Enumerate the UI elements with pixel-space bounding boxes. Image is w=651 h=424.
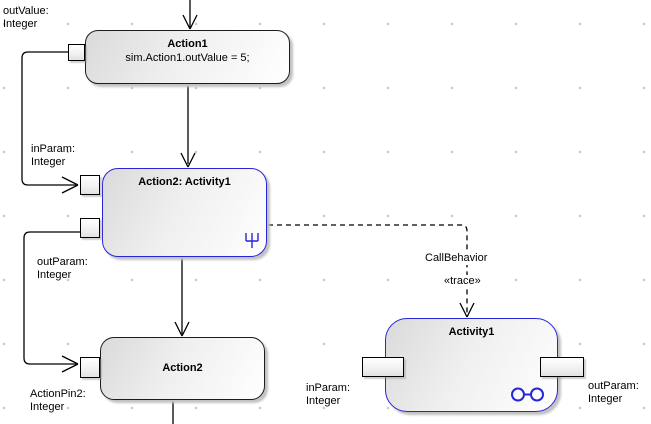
label-activity1-inparam: inParam: Integer <box>306 382 351 407</box>
node-action2-title: Action2 <box>162 362 203 374</box>
label-outparam: outParam: Integer <box>37 256 88 281</box>
control-flow-action1-to-action2activity1[interactable] <box>180 84 196 168</box>
node-action1[interactable]: Action1 sim.Action1.outValue = 5; <box>85 30 290 84</box>
call-behavior-rake-icon <box>245 233 259 248</box>
node-activity1-title: Activity1 <box>448 326 495 338</box>
pin-actionpin2[interactable] <box>80 357 100 378</box>
label-inparam: inParam: Integer <box>31 143 76 168</box>
param-node-outparam[interactable] <box>540 357 584 377</box>
pin-inparam[interactable] <box>80 175 100 195</box>
label-outvalue: outValue: Integer <box>3 5 49 30</box>
label-callbehavior: CallBehavior <box>424 252 489 265</box>
pin-outparam[interactable] <box>80 218 100 238</box>
label-activity1-outparam: outParam: Integer <box>588 380 639 405</box>
trace-dependency-connector[interactable] <box>268 224 475 318</box>
node-action2[interactable]: Action2 <box>100 337 265 400</box>
param-node-inparam[interactable] <box>362 357 404 377</box>
node-action2-activity1[interactable]: Action2: Activity1 <box>102 168 267 257</box>
label-trace-stereotype: «trace» <box>443 275 482 288</box>
control-flow-into-action1[interactable] <box>182 0 198 30</box>
object-flow-outparam-to-actionpin2[interactable] <box>23 231 80 373</box>
linked-circles-icon <box>511 387 544 402</box>
object-flow-outvalue-to-inparam[interactable] <box>21 51 79 194</box>
pin-outvalue[interactable] <box>68 44 85 61</box>
node-action2-activity1-title: Action2: Activity1 <box>138 176 231 188</box>
label-actionpin2: ActionPin2: Integer <box>30 388 86 413</box>
control-flow-action2activity1-to-action2[interactable] <box>174 257 190 337</box>
node-activity1[interactable]: Activity1 <box>385 318 558 412</box>
node-action1-effect: sim.Action1.outValue = 5; <box>125 52 250 64</box>
node-action1-title: Action1 <box>167 38 208 50</box>
